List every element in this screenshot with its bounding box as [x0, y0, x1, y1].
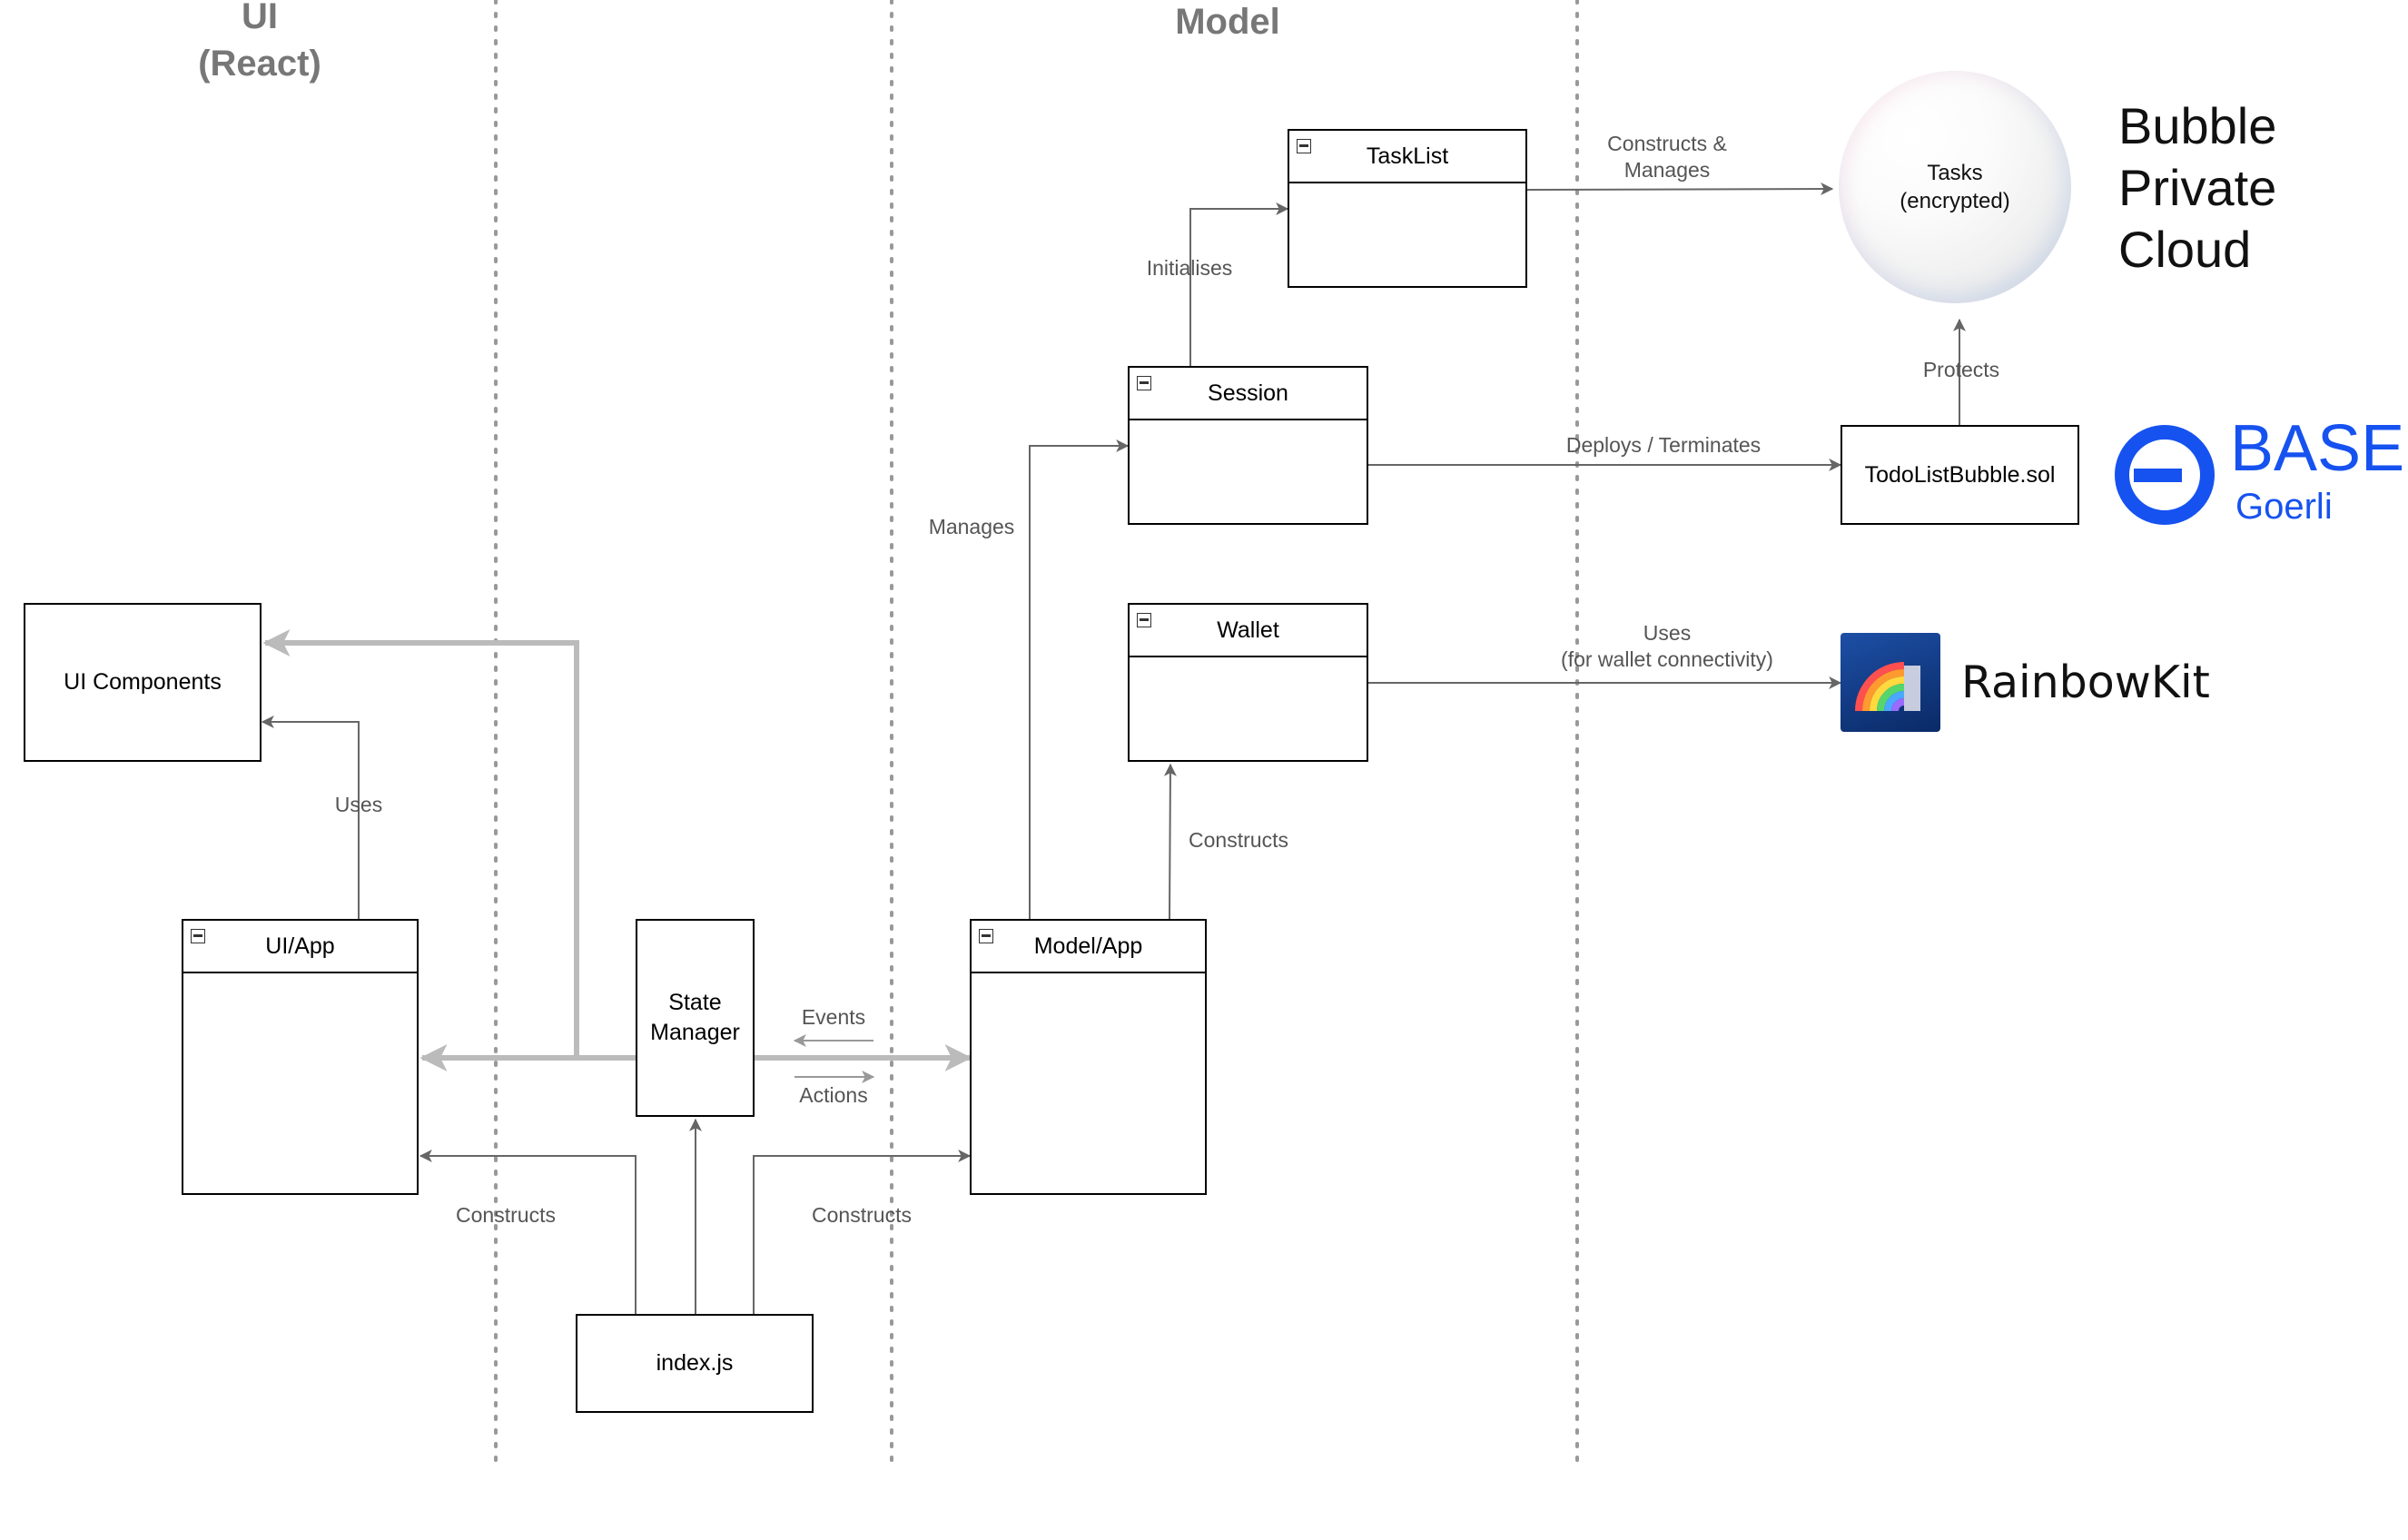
- initialises-tasklist-connector: [1189, 202, 1289, 366]
- model-app-header: Model/App: [972, 921, 1205, 973]
- base-logo-icon: [2115, 425, 2215, 525]
- index-to-model-app-connector: [753, 1150, 972, 1314]
- bubble-cloud-line1: Bubble: [2118, 97, 2277, 154]
- uses-wallet-line2: (for wallet connectivity): [1561, 647, 1773, 671]
- index-to-ui-app-connector: [419, 1150, 637, 1314]
- initialises-tasklist-label: Initialises: [1146, 256, 1233, 280]
- tasklist-header: TaskList: [1289, 131, 1525, 183]
- state-manager-box[interactable]: State Manager: [636, 919, 755, 1117]
- bubble-cloud-line2: Private: [2118, 159, 2277, 216]
- base-network-label: Goerli: [2235, 487, 2333, 527]
- protects-label: Protects: [1922, 358, 2000, 381]
- wallet-header: Wallet: [1130, 605, 1367, 657]
- constructs-wallet-connector: [1163, 763, 1177, 920]
- session-label: Session: [1208, 380, 1288, 406]
- uses-wallet-label: Uses (for wallet connectivity): [1561, 620, 1773, 673]
- collapse-toggle-icon[interactable]: [1297, 139, 1311, 153]
- uses-ui-components-connector: [261, 716, 360, 919]
- wallet-box[interactable]: Wallet: [1128, 603, 1368, 762]
- ui-app-label: UI/App: [265, 933, 335, 959]
- rainbow-icon: [1855, 662, 1920, 712]
- session-header: Session: [1130, 368, 1367, 420]
- base-title: BASE: [2230, 412, 2405, 485]
- collapse-toggle-icon[interactable]: [979, 929, 993, 943]
- collapse-toggle-icon[interactable]: [1137, 613, 1151, 627]
- state-to-ui-components-connector: [262, 629, 579, 1058]
- tasklist-box[interactable]: TaskList: [1288, 129, 1527, 288]
- manages-session-label: Manages: [928, 515, 1015, 538]
- ui-lane-title: UI (React): [169, 0, 350, 87]
- collapse-toggle-icon[interactable]: [191, 929, 205, 943]
- wallet-label: Wallet: [1217, 617, 1279, 643]
- model-app-box[interactable]: Model/App: [970, 919, 1207, 1195]
- constructs-wallet-label: Constructs: [1189, 828, 1288, 852]
- bubble-cloud-line3: Cloud: [2118, 221, 2252, 278]
- ui-lane-title-line1: UI: [242, 0, 278, 36]
- todolist-contract-label: TodoListBubble.sol: [1864, 461, 2056, 488]
- ui-app-box[interactable]: UI/App: [182, 919, 419, 1195]
- ui-app-header: UI/App: [183, 921, 417, 973]
- actions-label: Actions: [799, 1083, 868, 1107]
- index-js-label: index.js: [656, 1350, 734, 1376]
- bubble-private-cloud-label: Bubble Private Cloud: [2118, 95, 2276, 281]
- session-box[interactable]: Session: [1128, 366, 1368, 525]
- model-lane-title-text: Model: [1175, 2, 1280, 42]
- rainbowkit-logo-tile: [1841, 633, 1940, 732]
- bubble-label-line2: (encrypted): [1900, 189, 2010, 213]
- model-app-label: Model/App: [1033, 933, 1143, 959]
- tasklist-label: TaskList: [1366, 143, 1449, 169]
- constructs-model-app-label: Constructs: [812, 1203, 912, 1227]
- state-manager-label-line2: Manager: [650, 1020, 740, 1045]
- manages-session-connector: [1029, 439, 1130, 919]
- constructs-ui-app-label: Constructs: [456, 1203, 556, 1227]
- model-lane-title: Model: [1137, 0, 1318, 45]
- uses-ui-components-label: Uses: [334, 793, 383, 816]
- ui-lane-title-line2: (React): [198, 44, 321, 84]
- ui-components-label: UI Components: [64, 669, 222, 695]
- constructs-manages-label: Constructs & Manages: [1607, 131, 1727, 183]
- deploys-terminates-label: Deploys / Terminates: [1565, 433, 1762, 457]
- uses-wallet-line1: Uses: [1643, 621, 1692, 645]
- constructs-manages-line1: Constructs &: [1607, 132, 1727, 155]
- events-label: Events: [801, 1005, 866, 1029]
- bubble-label-line1: Tasks: [1927, 161, 1983, 185]
- ui-components-box[interactable]: UI Components: [24, 603, 262, 762]
- rainbowkit-label: RainbowKit: [1961, 656, 2210, 708]
- state-manager-label-line1: State: [668, 990, 722, 1015]
- constructs-manages-line2: Manages: [1623, 158, 1711, 182]
- tasklist-to-bubble-connector: [1526, 183, 1834, 196]
- collapse-toggle-icon[interactable]: [1137, 376, 1151, 390]
- index-js-box[interactable]: index.js: [576, 1314, 814, 1413]
- todolist-contract-box[interactable]: TodoListBubble.sol: [1841, 425, 2079, 525]
- bubble-sphere-icon[interactable]: Tasks (encrypted): [1839, 71, 2071, 303]
